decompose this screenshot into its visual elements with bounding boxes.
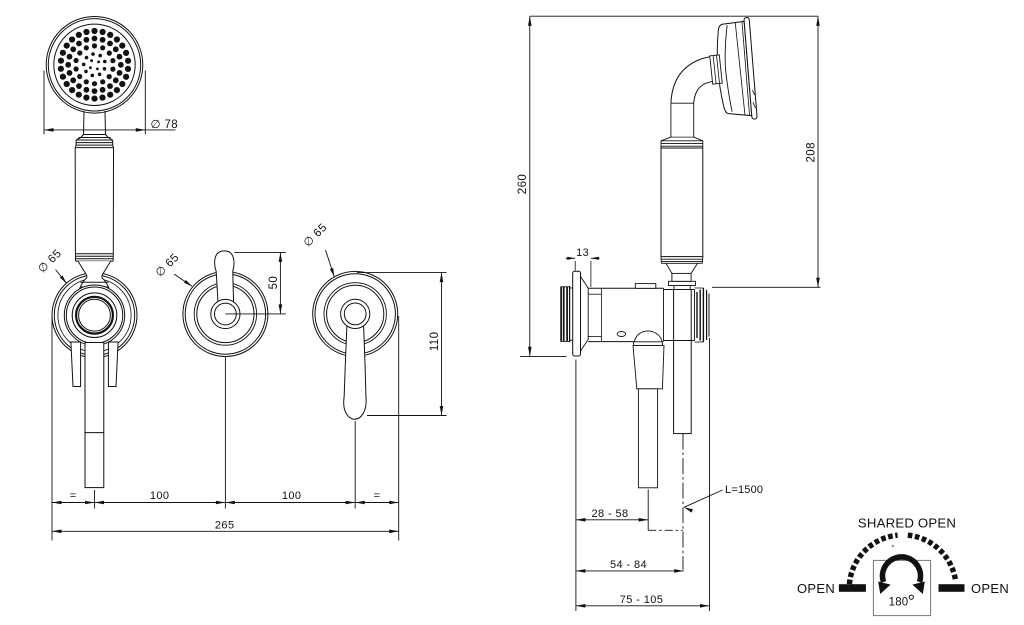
- svg-text:50: 50: [268, 276, 280, 290]
- svg-text:75 - 105: 75 - 105: [620, 594, 664, 606]
- svg-text:100: 100: [150, 490, 170, 502]
- svg-text:=: =: [70, 490, 77, 502]
- svg-text:208: 208: [805, 142, 817, 162]
- svg-text:110: 110: [429, 332, 441, 352]
- svg-text:54 - 84: 54 - 84: [610, 559, 647, 571]
- svg-text:180: 180: [889, 597, 909, 609]
- svg-text:13: 13: [576, 247, 589, 259]
- svg-text:L=1500: L=1500: [725, 484, 763, 496]
- svg-text:=: =: [374, 490, 381, 502]
- svg-text:OPEN: OPEN: [797, 581, 835, 596]
- svg-text:SHARED OPEN: SHARED OPEN: [858, 515, 956, 530]
- svg-text:100: 100: [282, 490, 302, 502]
- svg-text:OPEN: OPEN: [971, 581, 1009, 596]
- svg-text:∅ 78: ∅ 78: [151, 119, 179, 131]
- svg-text:28 - 58: 28 - 58: [591, 508, 628, 520]
- svg-text:260: 260: [517, 174, 529, 194]
- svg-text:265: 265: [215, 520, 235, 532]
